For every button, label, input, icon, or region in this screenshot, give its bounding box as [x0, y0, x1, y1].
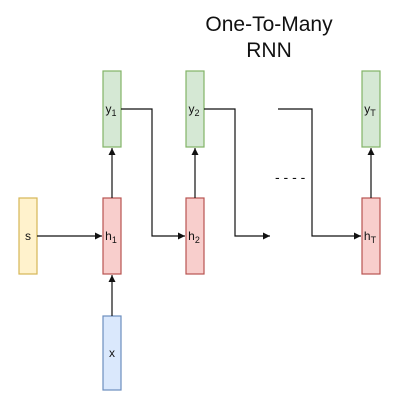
output-y1-label: y1 [105, 102, 116, 118]
input-node-x: x [102, 315, 122, 391]
arrow-prev-to-hT [278, 108, 361, 240]
input-x-label: x [109, 346, 115, 360]
output-node-y2: y2 [185, 70, 205, 148]
hidden-node-h1: h1 [102, 197, 122, 275]
output-y2-label: y2 [188, 102, 199, 118]
output-yT-label: yT [364, 102, 376, 118]
input-s-label: s [25, 229, 31, 243]
hidden-hT-label: hT [364, 229, 377, 245]
hidden-h1-label: h1 [105, 229, 117, 245]
diagram-title: One-To-Many RNN [180, 12, 358, 64]
output-yT-box [361, 70, 381, 148]
hidden-node-hT: hT [361, 197, 381, 275]
ellipsis-dashes: - - - - [275, 169, 306, 185]
title-line-1: One-To-Many [205, 13, 333, 36]
hidden-node-h2: h2 [185, 197, 205, 275]
output-node-yT: yT [361, 70, 381, 148]
title-line-2: RNN [246, 39, 292, 62]
hidden-h2-label: h2 [188, 229, 200, 245]
arrow-y2-to-next [204, 108, 270, 240]
input-node-s: s [18, 197, 38, 275]
arrow-y1-to-h2 [121, 108, 185, 240]
output-node-y1: y1 [102, 70, 122, 148]
